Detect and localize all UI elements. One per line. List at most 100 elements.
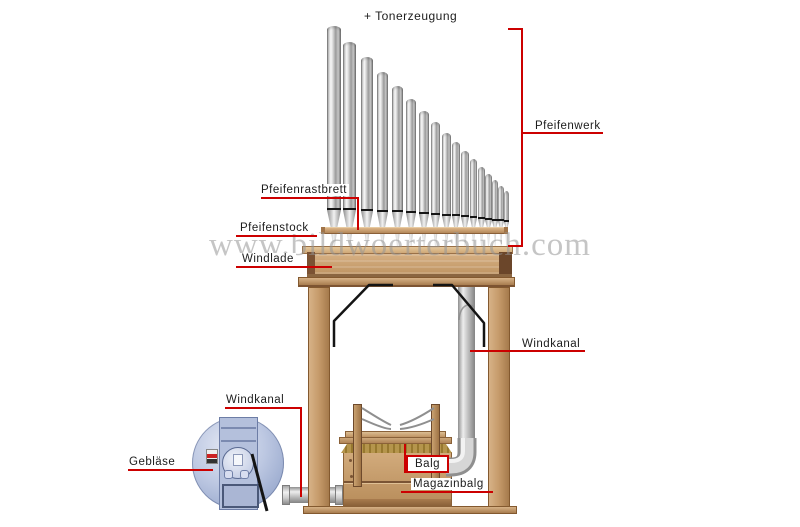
organ-pipe-foot (487, 233, 490, 246)
organ-pipe-body (361, 57, 373, 209)
organ-pipe-mouth-band (485, 218, 492, 220)
organ-pipe-body (327, 26, 341, 208)
pfeifenstock-leader (236, 235, 317, 237)
label-windlade: Windlade (240, 253, 296, 265)
organ-pipe-foot (463, 233, 467, 246)
pfeifenwerk-bracket-bottom-tick (508, 245, 523, 247)
pipe-rack-end-left (321, 227, 325, 234)
organ-pipe-mouth-band (361, 209, 373, 211)
duct-seam (458, 304, 475, 321)
organ-pipe-mouth (377, 212, 388, 227)
reservoir-dowel-3 (350, 475, 353, 478)
organ-pipe-foot (480, 233, 483, 246)
organ-pipe-body (431, 122, 440, 213)
windkanal-right-leader (470, 350, 585, 352)
organ-pipe-mouth (392, 212, 403, 227)
organ-pipe-foot (444, 233, 449, 246)
organ-pipe-mouth-band (452, 214, 460, 216)
bellows-post-left (353, 404, 362, 487)
organ-pipe-mouth (431, 215, 440, 227)
bellows-wedge (341, 443, 452, 453)
label-tonerzeugung[interactable]: + Tonerzeugung (364, 9, 458, 23)
reservoir-divider (344, 481, 451, 483)
organ-pipe-mouth-band (419, 212, 429, 214)
organ-pipe-foot (493, 233, 497, 246)
organ-pipe-foot (380, 233, 385, 246)
wind-duct-flange-left (282, 485, 290, 505)
pipe-rack-board (321, 227, 508, 234)
windchest-bottom-shadow (307, 274, 512, 277)
organ-pipe-body (485, 174, 492, 218)
magazinbalg-leader (401, 491, 493, 493)
organ-pipe-foot (505, 233, 508, 246)
pfeifenwerk-bracket-top-tick (508, 28, 523, 30)
wind-duct-flange-right (335, 485, 343, 505)
organ-pipe-mouth-band (406, 211, 416, 213)
organ-pipe-body (492, 180, 498, 219)
reservoir-bottom-strip (344, 499, 451, 506)
blower-rod (250, 453, 269, 512)
windchest-end-right (499, 252, 512, 276)
windlade-leader (236, 266, 332, 268)
windchest-top-board (302, 246, 513, 254)
organ-pipe-body (392, 86, 403, 210)
bellows-upper-board (345, 431, 446, 438)
organ-pipe-mouth (361, 211, 373, 227)
organ-pipe-mouth-band (504, 220, 509, 222)
organ-pipe-body (478, 167, 485, 217)
organ-pipe-mouth (492, 221, 498, 227)
organ-pipe-mouth (498, 221, 504, 227)
organ-pipe-mouth (504, 222, 509, 227)
blower-switch-dark-stripe (207, 459, 217, 463)
pfeifenwerk-bracket-line (521, 28, 523, 247)
organ-pipe-foot (472, 233, 475, 246)
windchest-end-left (307, 252, 315, 276)
organ-pipe-body (498, 186, 504, 219)
label-windkanal-left: Windkanal (226, 394, 285, 406)
label-windkanal-right: Windkanal (522, 338, 581, 350)
organ-pipe-mouth (470, 218, 477, 227)
label-balg: Balg (406, 455, 450, 473)
organ-pipe-mouth-band (478, 217, 485, 219)
windkanal-left-leader-drop (300, 407, 302, 497)
organ-pipe-mouth (485, 220, 492, 227)
organ-pipe-foot (395, 233, 400, 246)
organ-pipe-mouth (419, 214, 429, 227)
organ-pipe-mouth (452, 216, 460, 227)
organ-pipe-body (452, 142, 460, 214)
organ-pipe-body (377, 72, 388, 210)
blower-foot-right (240, 470, 249, 479)
organ-pipe-mouth (343, 210, 356, 227)
wind-duct-elbow (446, 438, 477, 477)
brace-right (433, 283, 486, 347)
organ-pipe-foot (422, 233, 426, 246)
organ-pipe-body (442, 133, 451, 214)
label-pfeifenwerk: Pfeifenwerk (535, 120, 601, 132)
blower-switch-red-stripe (207, 454, 217, 458)
label-pfeifenrastbrett: Pfeifenrastbrett (259, 184, 349, 196)
blower-column-bar-2 (221, 440, 256, 442)
windkanal-left-leader (225, 407, 302, 409)
organ-pipe-mouth (327, 210, 341, 227)
organ-pipe-foot (331, 233, 337, 246)
organ-pipe-body (419, 111, 429, 212)
pfeifenwerk-leader (521, 132, 603, 134)
organ-pipe-foot (364, 233, 370, 246)
windchest-box (307, 254, 512, 276)
blower-foot-left (224, 470, 233, 479)
organ-pipe-foot (433, 233, 438, 246)
organ-pipe-mouth (442, 216, 451, 227)
label-pfeifenstock: Pfeifenstock (238, 222, 311, 234)
windchest-grain (315, 254, 499, 276)
wind-duct-vertical (458, 287, 475, 445)
organ-pipe-foot (346, 233, 353, 246)
organ-pipe-foot (499, 233, 503, 246)
organ-pipe-mouth (406, 213, 416, 227)
blower-motor-plate (233, 454, 243, 466)
pfeifenrastbrett-leader-drop (357, 197, 359, 230)
organ-pipe-body (406, 99, 416, 211)
balg-leader (404, 444, 406, 473)
geblaese-leader (128, 469, 213, 471)
